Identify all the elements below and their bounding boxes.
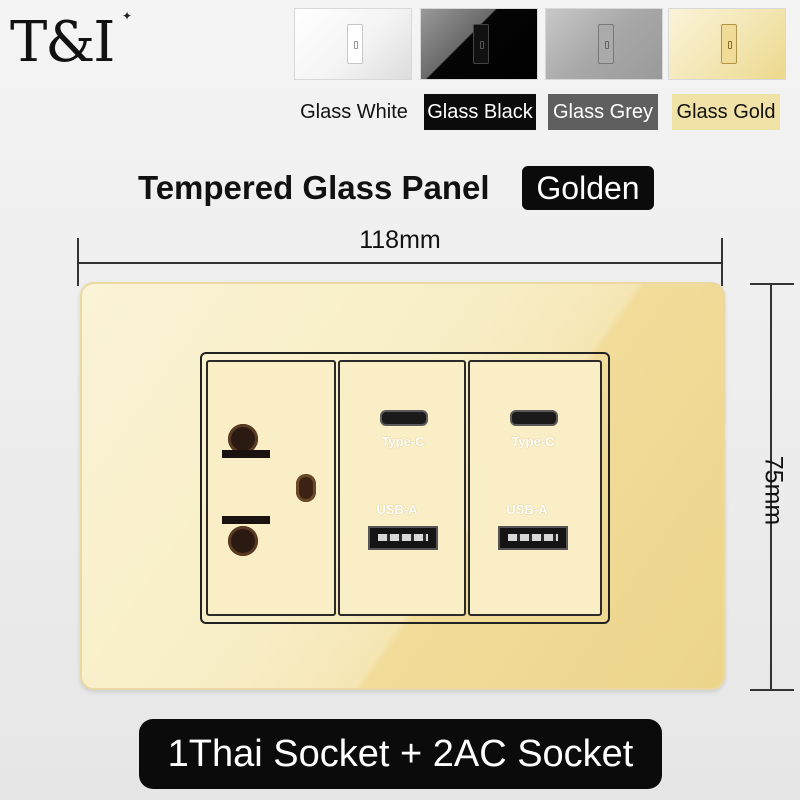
brand-logo: T&I ✦ (10, 8, 140, 78)
round-pin-hole-icon (228, 526, 258, 556)
height-dimension-tick-top (750, 283, 794, 285)
width-dimension-label: 118mm (359, 226, 441, 254)
usb-a-label: USB-A (506, 502, 548, 517)
switch-key-icon (473, 24, 489, 64)
switch-key-icon (598, 24, 614, 64)
type-c-label: Type-C (381, 434, 425, 449)
width-dimension-tick-right (721, 238, 723, 286)
flat-pin-slot-icon (222, 516, 270, 524)
usb-a-label: USB-A (376, 502, 418, 517)
variant-label-gold: Glass Gold (672, 94, 780, 130)
product-caption: 1Thai Socket + 2AC Socket (139, 719, 662, 789)
thai-socket-module (206, 360, 336, 616)
swatch-glass-white[interactable] (294, 8, 412, 80)
variant-label-black: Glass Black (424, 94, 536, 130)
flat-pin-slot-icon (222, 450, 270, 458)
usb-module-2: Type-C USB-A (468, 360, 602, 616)
height-dimension-tick-bottom (750, 689, 794, 691)
spark-icon: ✦ (122, 9, 132, 23)
brand-logo-text: T&I (10, 10, 115, 75)
height-dimension-line (770, 284, 772, 690)
height-dimension-label: 75mm (759, 455, 788, 526)
width-dimension-line (78, 262, 722, 264)
panel-title: Tempered Glass Panel (138, 169, 490, 206)
usb-a-port-icon (498, 526, 568, 550)
width-dimension-tick-left (77, 238, 79, 286)
swatch-glass-gold[interactable] (668, 8, 786, 80)
variant-label-grey: Glass Grey (548, 94, 658, 130)
socket-panel: Type-C USB-A Type-C USB-A (80, 282, 725, 690)
swatch-glass-black[interactable] (420, 8, 538, 80)
round-pin-hole-icon (228, 424, 258, 454)
swatch-glass-grey[interactable] (545, 8, 663, 80)
switch-key-icon (347, 24, 363, 64)
finish-badge: Golden (522, 166, 654, 210)
ground-pin-hole-icon (296, 474, 316, 502)
type-c-label: Type-C (511, 434, 555, 449)
socket-frame: Type-C USB-A Type-C USB-A (200, 352, 610, 624)
usb-a-port-icon (368, 526, 438, 550)
type-c-port-icon (510, 410, 558, 426)
type-c-port-icon (380, 410, 428, 426)
switch-key-icon (721, 24, 737, 64)
usb-module-1: Type-C USB-A (338, 360, 466, 616)
variant-label-white: Glass White (300, 101, 408, 123)
